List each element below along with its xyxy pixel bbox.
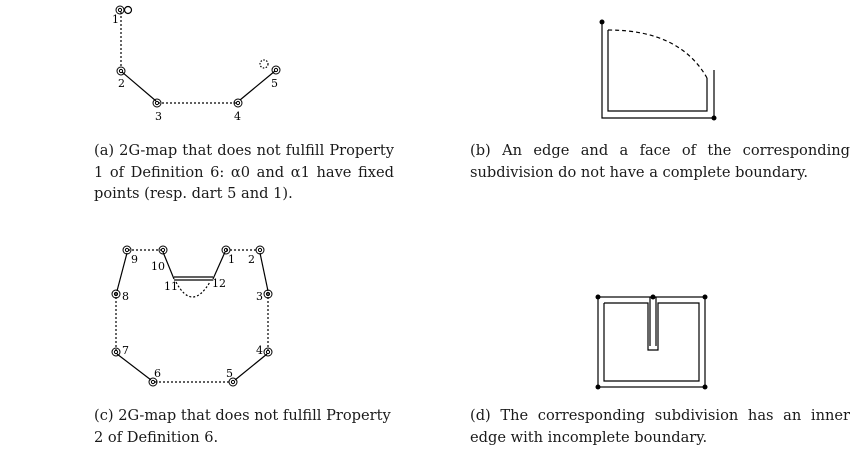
caption-b: (b) An edge and a face of the correspond… xyxy=(470,142,850,181)
a-label-5: 5 xyxy=(271,77,278,90)
figure-a-diagram: 1 2 3 4 5 xyxy=(112,5,281,123)
a-label-2: 2 xyxy=(118,77,125,90)
c-edge-4-5 xyxy=(234,353,268,381)
a-edge-2-3 xyxy=(121,71,157,102)
c-dart-1 xyxy=(221,245,231,255)
c-label-10: 10 xyxy=(151,260,165,273)
a-dart-5 xyxy=(271,65,281,75)
d-vertex-top-middle xyxy=(650,294,656,300)
c-dart-6 xyxy=(148,377,158,387)
c-label-5: 5 xyxy=(226,367,233,380)
d-inner-boundary xyxy=(603,302,700,382)
c-label-11: 11 xyxy=(164,280,178,293)
c-edge-1-12 xyxy=(212,251,226,280)
d-vertex-bottom-right xyxy=(702,384,708,390)
a-label-4: 4 xyxy=(234,110,241,123)
b-face-inner-boundary xyxy=(607,30,708,112)
c-label-9: 9 xyxy=(131,253,138,266)
b-face-outer-boundary xyxy=(601,22,715,119)
b-incomplete-arc xyxy=(607,29,708,79)
a-dart-3 xyxy=(152,98,162,108)
figure-d-diagram xyxy=(595,294,708,390)
a-dart-1 xyxy=(115,5,125,15)
figure-b-diagram xyxy=(599,19,717,121)
a-fixed-point-loop-5 xyxy=(259,59,269,69)
d-vertex-top-right xyxy=(702,294,708,300)
a-fixed-point-loop-1 xyxy=(123,5,133,15)
caption-d: (d) The corresponding subdivision has an… xyxy=(470,407,850,446)
b-vertex-top xyxy=(599,19,605,25)
a-dart-4 xyxy=(233,98,243,108)
b-vertex-bottom xyxy=(711,115,717,121)
c-dart-9 xyxy=(122,245,132,255)
c-dart-8 xyxy=(111,289,121,299)
c-edge-2-3 xyxy=(259,252,269,292)
c-label-7: 7 xyxy=(122,344,129,357)
caption-a: (a) 2G-map that does not fulfill Propert… xyxy=(94,142,394,202)
c-label-8: 8 xyxy=(122,290,129,303)
c-dart-5 xyxy=(228,377,238,387)
figure-c-diagram: 9 10 1 2 8 3 11 12 7 4 6 5 xyxy=(111,245,273,387)
a-edge-4-5 xyxy=(239,70,276,101)
c-dart-10 xyxy=(158,245,168,255)
c-label-6: 6 xyxy=(154,367,161,380)
a-label-1: 1 xyxy=(112,13,119,26)
c-label-12: 12 xyxy=(212,277,226,290)
c-dart-7 xyxy=(111,347,121,357)
d-vertex-bottom-left xyxy=(595,384,601,390)
c-edge-10-11 xyxy=(162,251,175,280)
a-dart-2 xyxy=(116,66,126,76)
c-label-1: 1 xyxy=(228,253,235,266)
c-incomplete-arc xyxy=(175,281,211,298)
c-label-3: 3 xyxy=(256,290,263,303)
c-label-2: 2 xyxy=(248,253,255,266)
c-dart-4 xyxy=(263,347,273,357)
a-label-3: 3 xyxy=(155,110,162,123)
caption-c: (c) 2G-map that does not fulfill Propert… xyxy=(94,407,391,446)
c-dart-3 xyxy=(263,289,273,299)
d-vertex-top-left xyxy=(595,294,601,300)
c-edge-7-6 xyxy=(116,353,152,381)
c-edge-9-8 xyxy=(116,252,128,292)
c-dart-2 xyxy=(255,245,265,255)
c-label-4: 4 xyxy=(256,344,263,357)
d-outer-boundary xyxy=(597,296,706,388)
